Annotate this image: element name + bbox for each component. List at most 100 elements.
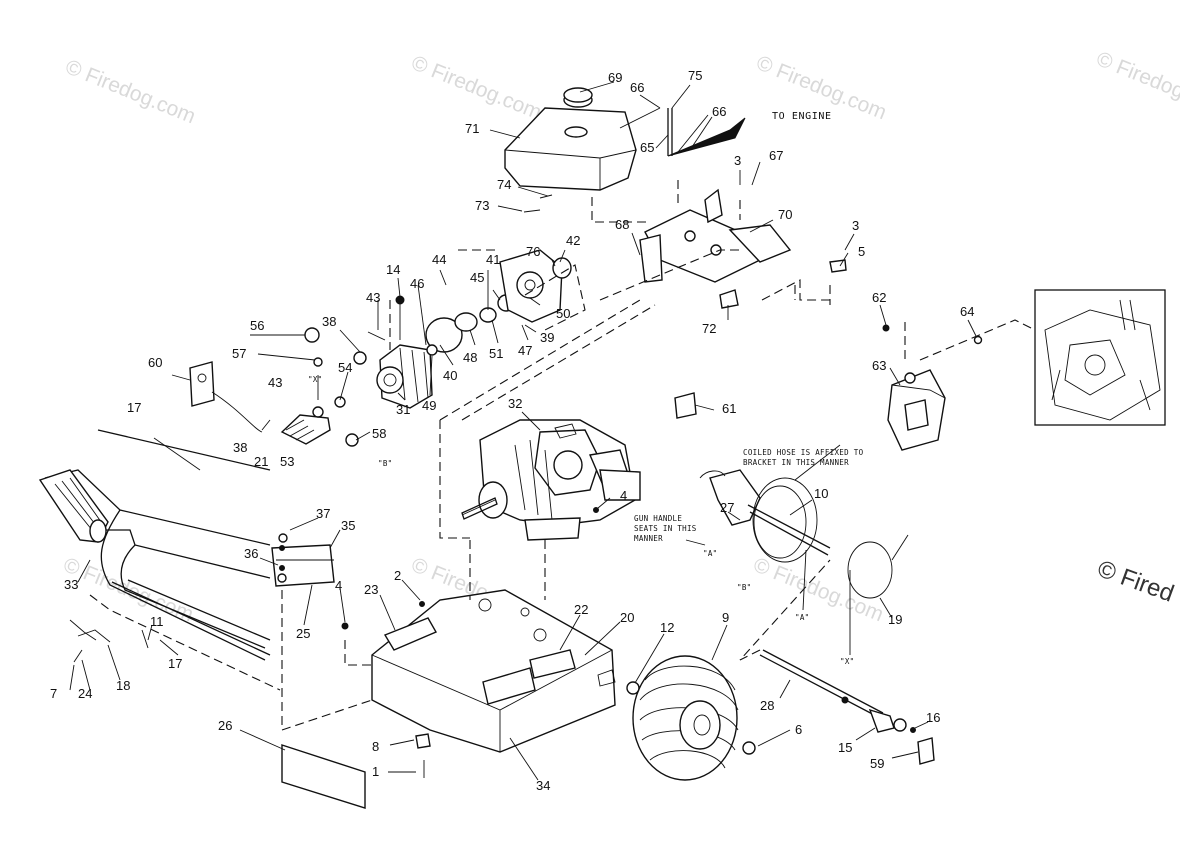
callout-15: 15 xyxy=(838,740,852,755)
callout-41: 41 xyxy=(486,252,500,267)
connector-x: "X" xyxy=(840,657,854,666)
callout-62: 62 xyxy=(872,290,886,305)
pump-assembly xyxy=(304,249,572,409)
callout-27: 27 xyxy=(720,500,734,515)
callout-24: 24 xyxy=(78,686,92,701)
callout-57: 57 xyxy=(232,346,246,361)
callout-10: 10 xyxy=(814,486,828,501)
callout-76: 76 xyxy=(526,244,540,259)
watermark: © Firedog.com xyxy=(62,55,199,128)
callout-31: 31 xyxy=(396,402,410,417)
callout-67: 67 xyxy=(769,148,783,163)
callout-36: 36 xyxy=(244,546,258,561)
callout-25: 25 xyxy=(296,626,310,641)
connector-b: "B" xyxy=(378,459,392,468)
callout-60: 60 xyxy=(148,355,162,370)
callout-48: 48 xyxy=(463,350,477,365)
callout-9: 9 xyxy=(722,610,729,625)
unloader-valve xyxy=(261,375,359,447)
callout-5: 5 xyxy=(858,244,865,259)
callout-64: 64 xyxy=(960,304,974,319)
connector-a: "A" xyxy=(703,549,717,558)
callout-12: 12 xyxy=(660,620,674,635)
callout-38: 38 xyxy=(233,440,247,455)
callout-68: 68 xyxy=(615,217,629,232)
clip xyxy=(829,259,847,273)
callout-33: 33 xyxy=(64,577,78,592)
hardware xyxy=(69,507,599,778)
connector-b: "B" xyxy=(737,583,751,592)
callout-26: 26 xyxy=(218,718,232,733)
watermark-edge: © Fired xyxy=(1094,555,1177,607)
callout-74: 74 xyxy=(497,177,511,192)
callout-34: 34 xyxy=(536,778,550,793)
callout-58: 58 xyxy=(372,426,386,441)
callout-61: 61 xyxy=(722,401,736,416)
callout-18: 18 xyxy=(116,678,130,693)
handle-frame xyxy=(38,429,335,661)
callout-39: 39 xyxy=(540,330,554,345)
watermark: © Firedog.com xyxy=(408,51,545,124)
callout-11: 11 xyxy=(150,614,164,629)
fuel-tank xyxy=(504,87,637,213)
callout-73: 73 xyxy=(475,198,489,213)
callout-49: 49 xyxy=(422,398,436,413)
callout-42: 42 xyxy=(566,233,580,248)
callout-4: 4 xyxy=(620,488,627,503)
callout-53: 53 xyxy=(280,454,294,469)
callout-22: 22 xyxy=(574,602,588,617)
watermark: © Firedog.com xyxy=(1093,47,1180,120)
callout-56: 56 xyxy=(250,318,264,333)
callout-54: 54 xyxy=(338,360,352,375)
callouts: 69 66 75 66 71 65 74 73 3 67 70 68 3 5 7… xyxy=(50,68,974,793)
coiled-hose-note: COILED HOSE IS AFFIXED TO xyxy=(743,448,864,457)
notes: TO ENGINE COILED HOSE IS AFFIXED TO BRAC… xyxy=(634,111,864,543)
wheel xyxy=(626,655,756,781)
watermark: © Firedog.com xyxy=(750,553,887,626)
callout-17: 17 xyxy=(127,400,141,415)
assembly-lines xyxy=(89,180,1036,731)
callout-46: 46 xyxy=(410,276,424,291)
chassis-base xyxy=(371,589,616,753)
coiled-hose-note: BRACKET IN THIS MANNER xyxy=(743,458,849,467)
skid-plate xyxy=(281,744,366,809)
muffler xyxy=(882,324,983,451)
callout-19: 19 xyxy=(888,612,902,627)
callout-65: 65 xyxy=(640,140,654,155)
callout-69: 69 xyxy=(608,70,622,85)
axle-wand xyxy=(759,649,935,765)
callout-40: 40 xyxy=(443,368,457,383)
to-engine-note: TO ENGINE xyxy=(772,111,832,122)
leader-lines xyxy=(69,81,977,781)
callout-43: 43 xyxy=(366,290,380,305)
callout-63: 63 xyxy=(872,358,886,373)
callout-3: 3 xyxy=(852,218,859,233)
callout-6: 6 xyxy=(795,722,802,737)
callout-43: 43 xyxy=(268,375,282,390)
callout-28: 28 xyxy=(760,698,774,713)
fuel-line xyxy=(619,84,746,157)
callout-14: 14 xyxy=(386,262,400,277)
callout-47: 47 xyxy=(518,343,532,358)
callout-66: 66 xyxy=(712,104,726,119)
callout-44: 44 xyxy=(432,252,446,267)
callout-71: 71 xyxy=(465,121,479,136)
tag xyxy=(189,361,215,407)
callout-51: 51 xyxy=(489,346,503,361)
callout-4: 4 xyxy=(335,578,342,593)
callout-20: 20 xyxy=(620,610,634,625)
callout-50: 50 xyxy=(556,306,570,321)
callout-3: 3 xyxy=(734,153,741,168)
callout-45: 45 xyxy=(470,270,484,285)
callout-38: 38 xyxy=(322,314,336,329)
callout-2: 2 xyxy=(394,568,401,583)
callout-21: 21 xyxy=(254,454,268,469)
callout-59: 59 xyxy=(870,756,884,771)
callout-7: 7 xyxy=(50,686,57,701)
callout-16: 16 xyxy=(926,710,940,725)
engine-bracket xyxy=(639,188,792,309)
callout-37: 37 xyxy=(316,506,330,521)
callout-23: 23 xyxy=(364,582,378,597)
callout-75: 75 xyxy=(688,68,702,83)
